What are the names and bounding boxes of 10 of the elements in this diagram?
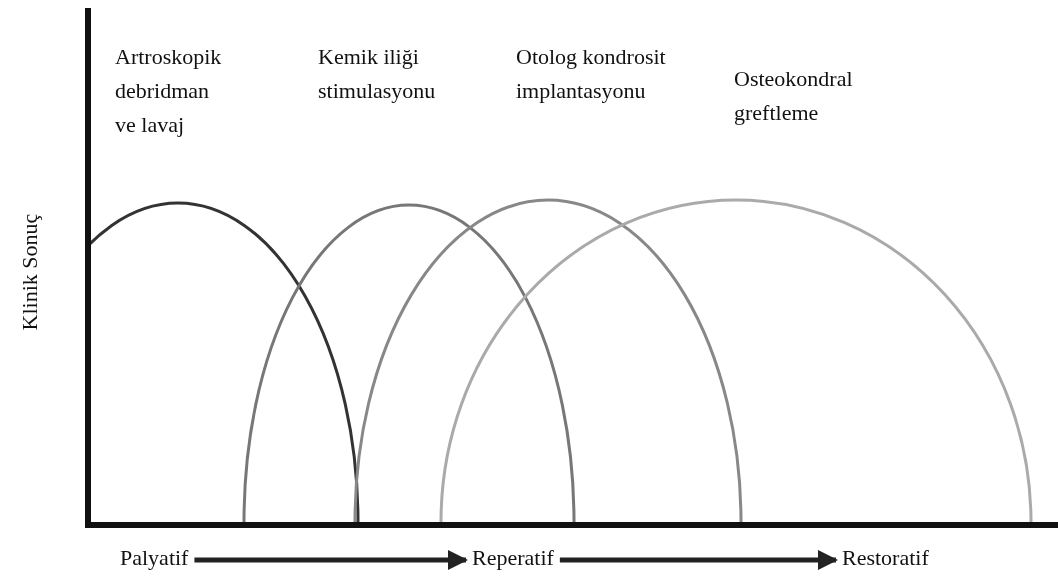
curve-label: Kemik iliği stimulasyonu	[318, 43, 437, 105]
curve-label: Artroskopik debridman ve lavaj	[115, 43, 223, 139]
arrow	[194, 550, 468, 570]
stage-label: Restoratif	[842, 544, 929, 572]
stage-label: Palyatif	[120, 544, 189, 572]
arrow	[559, 550, 838, 570]
curve-label: Osteokondral greftleme	[734, 65, 854, 127]
axis-label: Klinik Sonuç	[16, 212, 43, 332]
stage-label: Reperatif	[472, 544, 554, 572]
curve-label: Otolog kondrosit implantasyonu	[516, 43, 667, 105]
